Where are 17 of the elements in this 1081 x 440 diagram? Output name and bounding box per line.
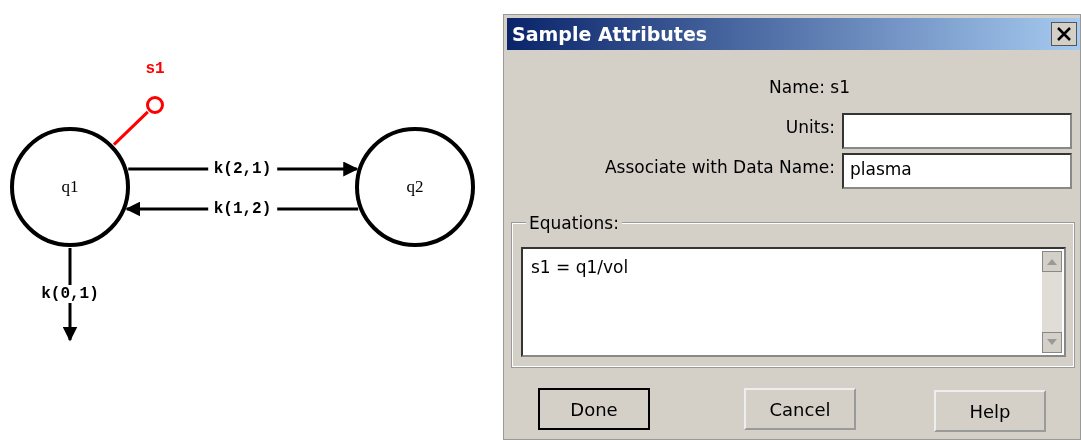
edge-label: k(2,1) (207, 160, 278, 178)
equation-text: s1 = q1/vol (531, 257, 629, 277)
field-label: Associate with Data Name: (604, 157, 835, 177)
name-text: Name: s1 (769, 77, 850, 97)
connector-line (112, 110, 149, 146)
data-name-field: plasma (842, 153, 1072, 189)
help-button: Help (934, 390, 1046, 432)
cancel-button: Cancel (744, 388, 856, 430)
group-label: Equations: (526, 213, 622, 233)
done-button: Done (538, 388, 650, 430)
dialog-title-bar: Sample Attributes (507, 18, 1080, 50)
sample-label: s1 (144, 60, 166, 78)
edge-label: k(1,2) (207, 200, 278, 218)
compartment-label: q2 (406, 177, 424, 197)
dialog-window (503, 14, 1081, 440)
compartment-label: q1 (61, 177, 79, 197)
field-label: Units: (785, 117, 835, 137)
